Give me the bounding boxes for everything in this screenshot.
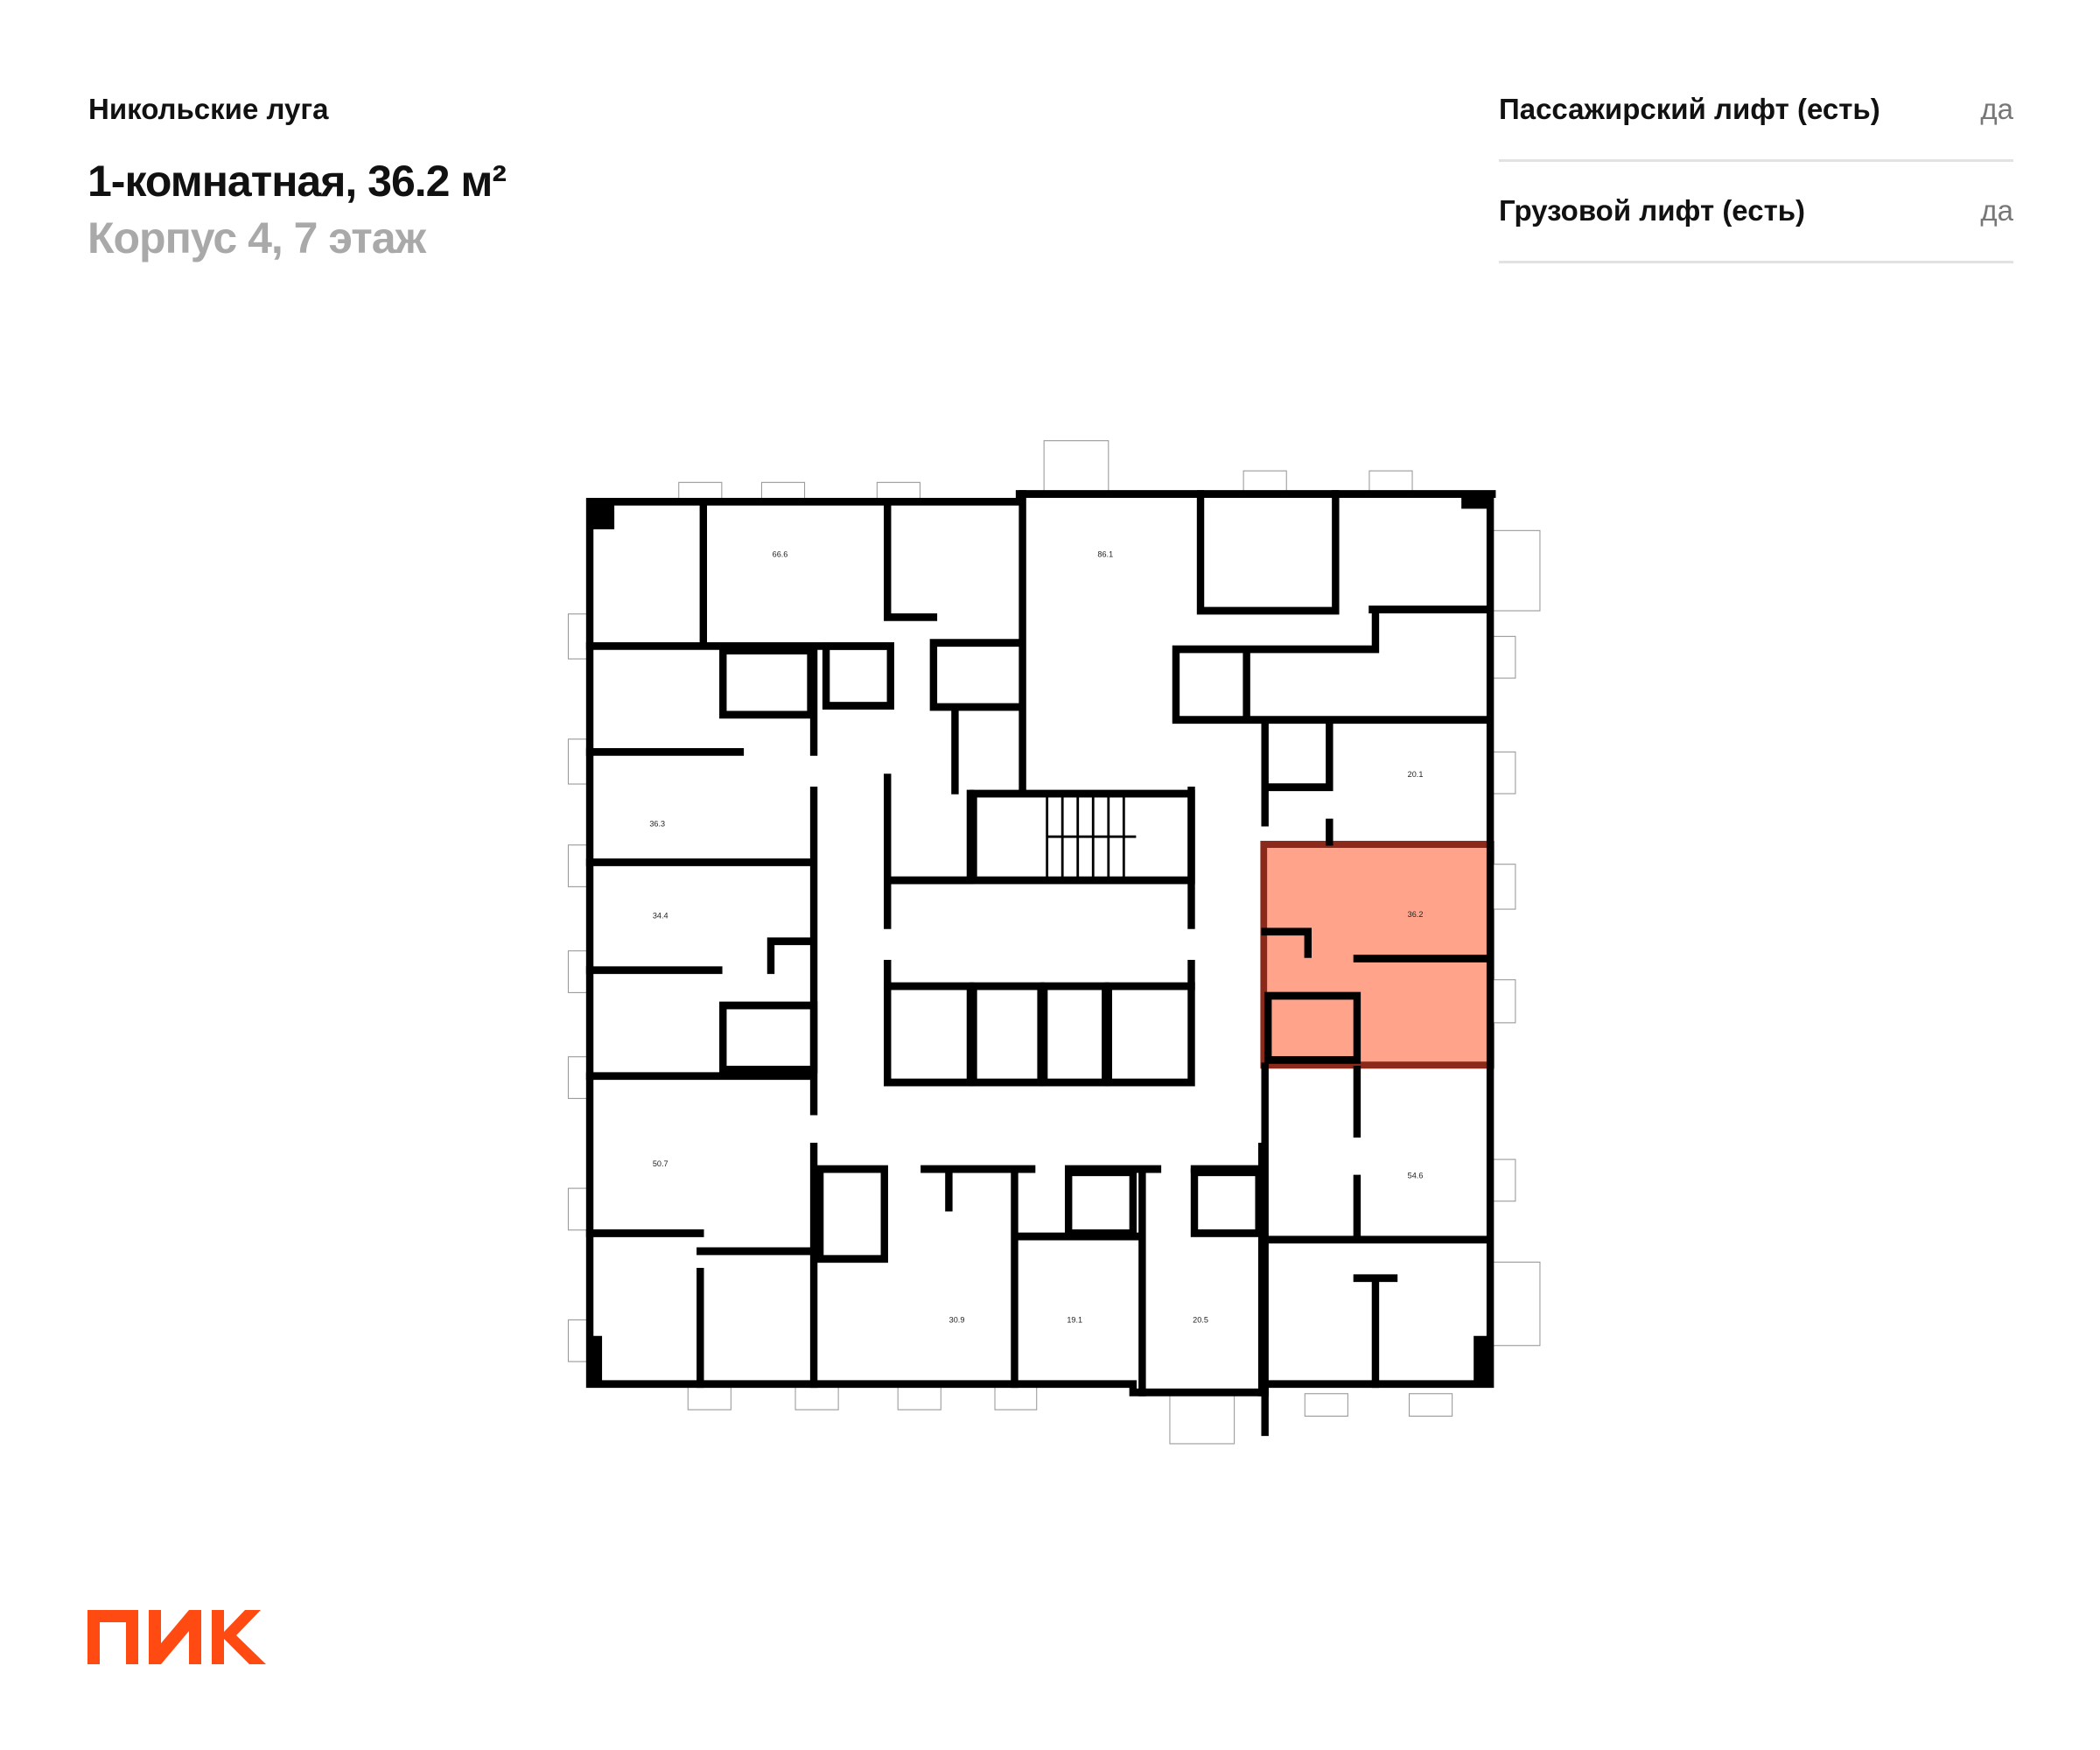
feature-value: да bbox=[1980, 93, 2013, 125]
feature-freight-lift: Грузовой лифт (есть) да bbox=[1499, 194, 2013, 263]
area-label: 20.5 bbox=[1193, 1315, 1208, 1324]
selected-area-label: 36.2 bbox=[1408, 910, 1424, 919]
feature-value: да bbox=[1980, 194, 2013, 227]
building-floor: Корпус 4, 7 этаж bbox=[88, 214, 426, 262]
area-label: 66.6 bbox=[773, 550, 788, 558]
area-label: 19.1 bbox=[1067, 1315, 1082, 1324]
area-label: 86.1 bbox=[1097, 550, 1113, 558]
area-label: 54.6 bbox=[1408, 1171, 1424, 1180]
pik-logo bbox=[88, 1610, 266, 1664]
feature-passenger-lift: Пассажирский лифт (есть) да bbox=[1499, 93, 2013, 162]
area-labels: 66.6 86.1 20.1 36.3 34.4 36.2 50.7 54.6 … bbox=[649, 550, 1423, 1324]
feature-label: Грузовой лифт (есть) bbox=[1499, 194, 1806, 227]
area-label: 30.9 bbox=[949, 1315, 965, 1324]
windows bbox=[567, 440, 1541, 1445]
area-label: 50.7 bbox=[653, 1159, 668, 1168]
area-label: 20.1 bbox=[1408, 770, 1424, 779]
apartment-title: 1-комнатная, 36.2 м² bbox=[88, 157, 507, 206]
stair-lines bbox=[1046, 796, 1137, 879]
walls bbox=[585, 490, 1496, 1437]
feature-label: Пассажирский лифт (есть) bbox=[1499, 93, 1880, 125]
project-name: Никольские луга bbox=[88, 93, 329, 125]
area-label: 36.3 bbox=[649, 819, 665, 828]
area-label: 34.4 bbox=[653, 911, 668, 920]
